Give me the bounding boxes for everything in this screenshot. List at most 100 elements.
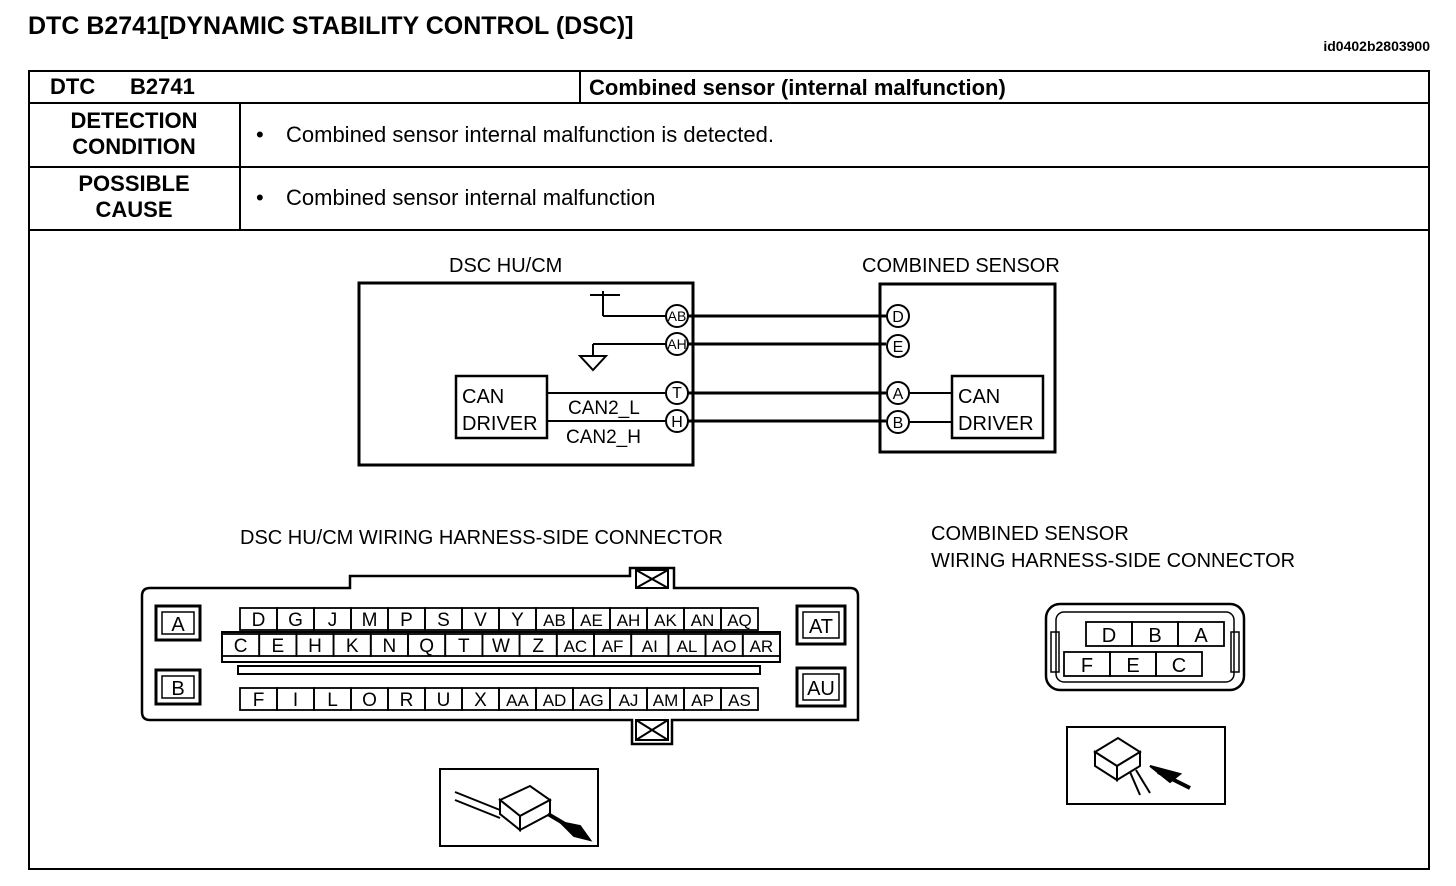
- sensor-title: COMBINED SENSOR: [862, 255, 1060, 277]
- hu-module-box: [357, 281, 695, 467]
- connector-pin-cell: [1155, 651, 1203, 677]
- connector-pin-label: W: [492, 636, 510, 657]
- connector-pin-label: AF: [602, 637, 624, 656]
- hu-pin-label: AH: [667, 336, 686, 352]
- connector-pin-label: M: [362, 610, 378, 631]
- connector-pin-label: AB: [543, 611, 566, 630]
- hu-side-pin: [154, 668, 202, 706]
- dtc-label: DTC: [50, 74, 96, 99]
- can-high-label: CAN2_H: [566, 427, 641, 448]
- sensor-connector-title: COMBINED SENSOR: [931, 523, 1129, 545]
- connector-pin-label: AO: [712, 637, 737, 656]
- table-divider: [28, 102, 1430, 104]
- connector-pin-label: AQ: [727, 611, 752, 630]
- connector-pin-label: Q: [419, 636, 434, 657]
- hu-driver-label: CAN: [462, 386, 504, 408]
- connector-pin-label: K: [346, 636, 359, 657]
- connector-pin-label: N: [383, 636, 397, 657]
- connector-pin-label: I: [293, 690, 298, 711]
- connector-pin-label: L: [327, 690, 338, 711]
- connector-pin-label: A: [1194, 625, 1208, 647]
- dtc-description: Combined sensor (internal malfunction): [589, 75, 1006, 100]
- connector-pin-label: C: [1172, 655, 1186, 677]
- connector-pin-label: AG: [579, 691, 604, 710]
- table-divider: [28, 166, 1430, 168]
- probe-connector-icon: [454, 784, 593, 842]
- connector-pin-label: D: [252, 610, 266, 631]
- connector-pin-label: AL: [677, 637, 698, 656]
- connector-pin-label: AH: [617, 611, 641, 630]
- connector-pin-label: E: [271, 636, 284, 657]
- bullet: •: [256, 185, 264, 210]
- detection-condition-text: •Combined sensor internal malfunction is…: [256, 122, 774, 147]
- hu-pin-label: AB: [668, 308, 687, 324]
- sensor-pin: [886, 334, 910, 358]
- hu-side-pin-label: B: [171, 678, 184, 700]
- detection-condition-label: DETECTION CONDITION: [70, 108, 198, 159]
- sensor-pin: [886, 304, 910, 328]
- connector-pin-label: AC: [564, 637, 588, 656]
- probe-connector-icon: [1093, 736, 1191, 796]
- hu-connector-title: DSC HU/CM WIRING HARNESS-SIDE CONNECTOR: [240, 527, 723, 549]
- connector-pin-label: AR: [750, 637, 774, 656]
- connector-pin-label: F: [1081, 655, 1093, 677]
- sensor-pin-label: B: [893, 415, 904, 432]
- connector-pin-label: P: [400, 610, 413, 631]
- connector-pin-label: E: [1126, 655, 1139, 677]
- connector-pin-label: C: [234, 636, 248, 657]
- connector-pin-cell: [741, 633, 781, 657]
- connector-pin-label: U: [437, 690, 451, 711]
- lock-tab-icon: [635, 569, 669, 589]
- connector-pin-label: X: [474, 690, 487, 711]
- connector-pin-label: B: [1148, 625, 1161, 647]
- possible-cause-text: •Combined sensor internal malfunction: [256, 185, 656, 210]
- hu-pin-label: H: [671, 414, 683, 431]
- connector-pin-label: AK: [654, 611, 677, 630]
- connector-pin-label: Z: [532, 636, 544, 657]
- page-title: DTC B2741[DYNAMIC STABILITY CONTROL (DSC…: [28, 12, 634, 40]
- connector-pin-cell: [720, 687, 759, 711]
- connector-pin-label: T: [458, 636, 470, 657]
- connector-pin-label: AS: [728, 691, 751, 710]
- connector-pin-label: S: [437, 610, 450, 631]
- hu-side-pin: [154, 604, 202, 642]
- table-divider: [239, 102, 241, 230]
- sensor-pin-label: E: [893, 339, 904, 356]
- bullet: •: [256, 122, 264, 147]
- hu-driver-label: DRIVER: [462, 413, 538, 435]
- sensor-driver-label: DRIVER: [958, 413, 1034, 435]
- sensor-driver-label: CAN: [958, 386, 1000, 408]
- connector-pin-label: Y: [511, 610, 524, 631]
- hu-connector-housing: [140, 566, 860, 746]
- connector-pin-label: V: [474, 610, 487, 631]
- sensor-connector-housing: [1044, 602, 1246, 692]
- dtc-code: B2741: [130, 74, 195, 99]
- connector-pin-label: AA: [506, 691, 529, 710]
- table-divider: [28, 229, 1430, 231]
- connector-pin-label: AI: [642, 637, 658, 656]
- connector-pin-cell: [1177, 621, 1225, 647]
- connector-pin-label: J: [328, 610, 338, 631]
- ground-icon: [577, 343, 666, 372]
- sensor-pin-label: D: [892, 309, 904, 326]
- connector-pin-label: AP: [691, 691, 714, 710]
- connector-pin-label: H: [308, 636, 322, 657]
- hu-side-pin-label: AU: [807, 678, 835, 700]
- connector-pin-label: AE: [580, 611, 603, 630]
- sensor-connector-title: WIRING HARNESS-SIDE CONNECTOR: [931, 550, 1295, 572]
- hu-pin-label: T: [672, 385, 682, 402]
- sensor-probe-illustration: [1066, 726, 1226, 805]
- connector-pin-label: F: [253, 690, 265, 711]
- sensor-pin-label: A: [893, 386, 904, 403]
- hu-side-pin-label: A: [171, 614, 185, 636]
- table-divider: [579, 70, 581, 103]
- connector-pin-label: AM: [653, 691, 679, 710]
- sensor-module-box: [878, 282, 1057, 454]
- hu-side-pin: [795, 666, 847, 708]
- connector-pin-label: R: [400, 690, 414, 711]
- hu-can-driver-box: [454, 374, 549, 440]
